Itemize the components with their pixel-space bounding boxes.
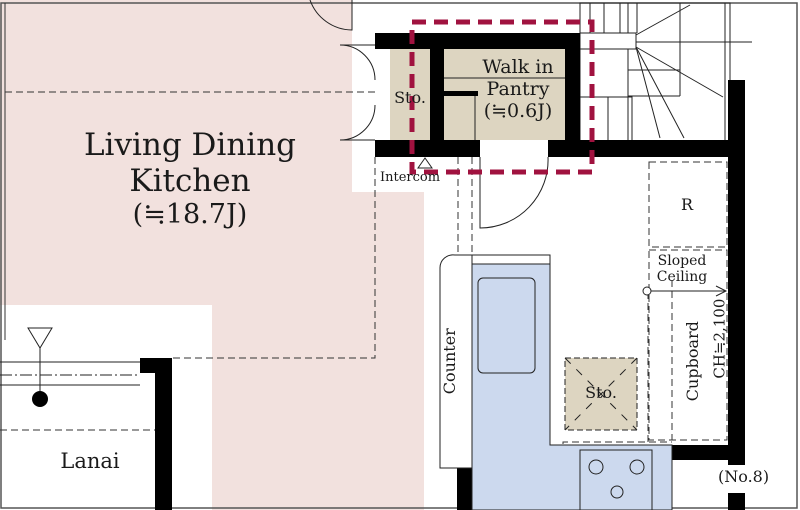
pantry-highlight [409,19,595,175]
ldk-floor [0,0,424,510]
antenna-icon [27,327,53,392]
doors [309,0,549,229]
sloped-ceiling-label: Sloped Ceiling [652,253,712,285]
stair-handrail [579,32,637,50]
ceiling-height-label: CH≒2,100 [710,298,729,379]
lanai-label: Lanai [60,449,120,473]
counter-outline [439,254,473,469]
ldk-name-2: Kitchen [129,162,251,199]
pantry-name-1: Walk in [482,56,554,78]
sloped-line-1: Sloped [657,253,707,269]
burner-icons [588,459,645,499]
sloped-line-2: Ceiling [656,269,708,286]
cupboard-label: Cupboard [682,321,702,402]
staircase [579,2,752,142]
ldk-label: Living Dining Kitchen (≒18.7J) [70,127,310,231]
sink [477,277,536,374]
walls [140,33,745,510]
pantry-size: (≒0.6J) [483,99,553,122]
cooktop [579,449,653,510]
pantry-name-2: Pantry [486,77,550,100]
intercom-icon [417,157,433,169]
ldk-size: (≒18.7J) [132,199,248,231]
refrigerator-label: R [680,195,694,214]
lanai-railing [0,361,140,386]
unit-number-label: (No.8) [718,467,770,486]
storage-top-label: Sto. [394,88,426,107]
intercom-label: Intercom [380,170,441,185]
storage-kitchen-label: Sto. [585,383,617,402]
pantry-label: Walk in Pantry (≒0.6J) [458,56,578,123]
counter-label: Counter [439,328,459,395]
ldk-name-1: Living Dining [83,127,297,163]
